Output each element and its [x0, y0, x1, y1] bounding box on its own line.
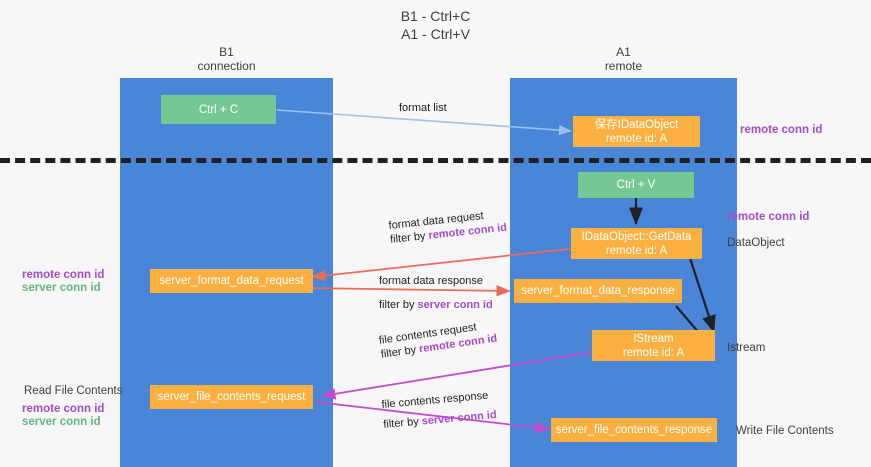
label-left-remote-conn-id-1-text: remote conn id [22, 269, 105, 281]
wire-file-contents-request [321, 351, 593, 400]
box-idataobject-getdata[interactable]: IDataObject::GetData remote id: A [571, 228, 702, 259]
wire-getdata-to-istream [688, 257, 716, 334]
lane-header-a1: A1 remote [510, 45, 737, 73]
label-write-file-contents-text: Write File Contents [736, 425, 834, 437]
edge-label-format-data-response-filter-key: server conn id [417, 299, 493, 311]
edge-label-file-contents-response-filter-prefix: filter by [382, 415, 423, 431]
wire-response-to-istream [675, 305, 701, 335]
box-ctrl-v-label: Ctrl + V [616, 179, 656, 191]
box-server-format-data-response[interactable]: server_format_data_response [514, 279, 682, 303]
box-server-file-contents-request-label: server_file_contents_request [157, 391, 306, 403]
box-server-format-data-request-label: server_format_data_request [159, 275, 304, 287]
label-left-server-conn-id-2-text: server conn id [22, 416, 101, 428]
label-istream-text: Istream [727, 342, 766, 354]
box-server-format-data-request[interactable]: server_format_data_request [150, 269, 313, 293]
label-remote-conn-id-mid: remote conn id [727, 210, 809, 224]
edge-label-format-list: format list [399, 101, 447, 115]
box-server-file-contents-response[interactable]: server_file_contents_response [551, 418, 717, 442]
edge-label-format-data-response-filter-prefix: filter by [379, 299, 418, 311]
box-ctrl-c-label: Ctrl + C [198, 103, 239, 116]
box-save-idataobject-line-1: 保存IDataObject [594, 118, 679, 131]
edge-label-format-data-response-line-1: format data response [379, 275, 483, 287]
phase-divider [0, 158, 871, 163]
label-left-server-conn-id-1: server conn id [22, 281, 101, 295]
label-remote-conn-id-mid-text: remote conn id [727, 211, 810, 223]
label-left-remote-conn-id-2-text: remote conn id [22, 403, 105, 415]
diagram-title-line-2: A1 - Ctrl+V [401, 26, 470, 42]
box-istream-line-2: remote id: A [622, 346, 685, 359]
box-istream-line-1: IStream [633, 332, 674, 345]
edge-label-format-list-text: format list [399, 102, 447, 114]
label-remote-conn-id-top-text: remote conn id [740, 124, 823, 136]
label-left-remote-conn-id-1: remote conn id [22, 268, 104, 282]
box-save-idataobject[interactable]: 保存IDataObject remote id: A [573, 116, 700, 147]
box-save-idataobject-line-2: remote id: A [605, 132, 668, 145]
wire-format-list [276, 109, 572, 136]
lane-header-a1-subtitle: remote [604, 59, 643, 73]
box-istream[interactable]: IStream remote id: A [592, 330, 715, 361]
lane-header-b1-name: B1 [219, 45, 234, 59]
wire-format-data-response [305, 285, 511, 297]
wire-file-contents-response [315, 401, 550, 434]
wire-format-data-request [311, 247, 579, 282]
label-left-remote-conn-id-2: remote conn id [22, 402, 104, 416]
label-read-file-contents: Read File Contents [24, 384, 122, 398]
label-read-file-contents-text: Read File Contents [24, 385, 123, 397]
box-server-file-contents-request[interactable]: server_file_contents_request [150, 385, 313, 409]
edge-label-format-data-response-line-2: filter by server conn id [379, 298, 493, 312]
box-ctrl-v[interactable]: Ctrl + V [578, 172, 694, 198]
box-getdata-line-1: IDataObject::GetData [581, 230, 692, 243]
label-remote-conn-id-top: remote conn id [740, 123, 822, 137]
edge-label-format-data-request-filter-prefix: filter by [389, 229, 430, 246]
label-dataobject-text: DataObject [727, 237, 785, 249]
label-left-server-conn-id-1-text: server conn id [22, 282, 101, 294]
box-server-file-contents-response-label: server_file_contents_response [555, 424, 713, 436]
lane-header-b1-subtitle: connection [197, 59, 256, 73]
edge-label-format-data-response: format data response filter by server co… [379, 274, 493, 312]
label-istream: Istream [727, 341, 765, 355]
box-ctrl-c[interactable]: Ctrl + C [161, 95, 276, 124]
diagram-title: B1 - Ctrl+C A1 - Ctrl+V [0, 7, 871, 43]
label-dataobject: DataObject [727, 236, 785, 250]
label-write-file-contents: Write File Contents [736, 424, 834, 438]
lane-header-b1: B1 connection [120, 45, 333, 73]
diagram-title-line-1: B1 - Ctrl+C [400, 8, 471, 24]
lane-header-a1-name: A1 [616, 45, 631, 59]
box-server-format-data-response-label: server_format_data_response [521, 285, 675, 297]
label-left-server-conn-id-2: server conn id [22, 415, 101, 429]
box-getdata-line-2: remote id: A [605, 244, 668, 257]
